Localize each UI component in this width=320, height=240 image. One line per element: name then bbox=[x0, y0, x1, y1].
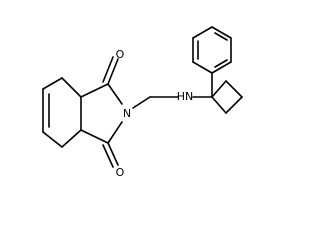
bond-ring4-1 bbox=[211, 80, 227, 98]
cyclohexene-ring bbox=[42, 77, 82, 148]
carbonyl-bonds bbox=[102, 56, 119, 168]
bond-ring5-1 bbox=[80, 83, 109, 98]
bond-ph-4 bbox=[211, 26, 232, 39]
bond-ring4-4 bbox=[211, 96, 227, 114]
bond-ring6-1 bbox=[42, 77, 63, 90]
bond-ring5-4 bbox=[80, 129, 109, 144]
bond-ph-3 bbox=[192, 26, 213, 39]
bond-ring6-2 bbox=[61, 77, 82, 98]
bond-ring6-4 bbox=[61, 129, 82, 148]
cyclobutane-ring bbox=[211, 80, 243, 114]
bond-ring6-5 bbox=[42, 131, 63, 148]
pyrrolidine-dione-ring bbox=[80, 83, 123, 144]
molecule-diagram: O O N HN bbox=[42, 26, 243, 179]
bond-ring4-3 bbox=[225, 96, 243, 114]
atom-label-amine-nh: HN bbox=[177, 90, 194, 103]
bond-n-ch2 bbox=[132, 96, 151, 109]
bond-ring4-2 bbox=[225, 80, 243, 98]
atom-labels: O O N HN bbox=[116, 48, 194, 179]
bond-ph-6 bbox=[211, 61, 232, 74]
bond-ph-inner-2 bbox=[214, 32, 228, 41]
bond-carbonyl-bottom-a bbox=[107, 142, 119, 166]
structure-canvas: O O N HN bbox=[42, 26, 243, 179]
atom-label-oxygen-top: O bbox=[116, 48, 125, 61]
bond-ph-1 bbox=[192, 61, 213, 74]
bond-carbonyl-bottom-b bbox=[102, 144, 114, 168]
atom-label-imide-nitrogen: N bbox=[123, 107, 131, 120]
bond-carbonyl-top-b bbox=[102, 56, 114, 83]
bond-ring5-2 bbox=[107, 83, 123, 105]
linker-bonds bbox=[132, 96, 213, 109]
bond-carbonyl-top-a bbox=[107, 58, 119, 85]
bond-ph-inner-3 bbox=[214, 59, 228, 68]
atom-label-oxygen-bottom: O bbox=[116, 166, 125, 179]
bond-ring5-3 bbox=[107, 121, 123, 144]
phenyl-ring bbox=[192, 26, 232, 98]
